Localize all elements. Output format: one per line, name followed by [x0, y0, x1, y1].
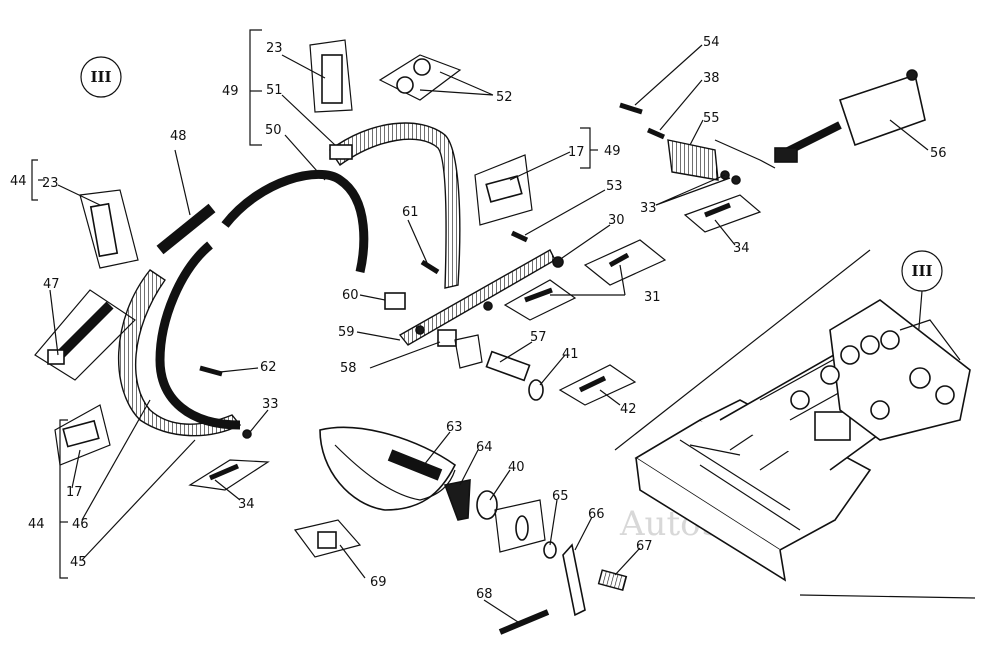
- part-67-spring: [597, 569, 628, 591]
- callout-48: 48: [170, 129, 187, 144]
- part-63-housing: [319, 426, 457, 511]
- part-23-bushing-left: [79, 189, 139, 269]
- callout-57: 57: [530, 330, 547, 345]
- brake-band-left: [118, 241, 242, 437]
- callout-60: 60: [342, 288, 359, 303]
- callout-17-left: 17: [66, 485, 83, 500]
- callout-67: 67: [636, 539, 653, 554]
- bracket-49-right: [580, 127, 591, 169]
- bracket-44-bottom: [59, 419, 68, 579]
- part-40-washer: [476, 490, 498, 520]
- callout-50: 50: [265, 123, 282, 138]
- part-56-cylinder: [774, 69, 926, 163]
- callout-62: 62: [260, 360, 277, 375]
- callout-38: 38: [703, 71, 720, 86]
- part-42-pin: [558, 364, 637, 406]
- callout-51: 51: [266, 83, 283, 98]
- part-58-roller: [437, 329, 457, 347]
- part-51-bracket: [329, 144, 353, 160]
- callout-63: 63: [446, 420, 463, 435]
- view-marker-circle: III: [80, 56, 122, 98]
- bracket-44-top: [31, 159, 38, 201]
- callout-33-left: 33: [262, 397, 279, 412]
- part-64-lever: [443, 479, 471, 521]
- part-41-washer: [528, 379, 544, 401]
- callout-59: 59: [338, 325, 355, 340]
- callout-34-right: 34: [733, 241, 750, 256]
- part-33-nuts-right: [720, 170, 741, 185]
- callout-58: 58: [340, 361, 357, 376]
- callout-17-mid: 17: [568, 145, 585, 160]
- part-17-bushing-mid: [474, 154, 533, 226]
- part-39-plate: [494, 499, 546, 553]
- part-52-nuts: [378, 54, 462, 101]
- callout-44-top: 44: [10, 174, 27, 189]
- callout-labels: 23 49 51 50 52 54 38 55 56 17 49 53 33 3…: [10, 35, 947, 602]
- callout-44-bottom: 44: [28, 517, 45, 532]
- callout-49-top: 49: [222, 84, 239, 99]
- callout-49-right: 49: [604, 144, 621, 159]
- part-62-pin: [199, 365, 223, 377]
- part-53-pin: [510, 230, 529, 243]
- callout-45: 45: [70, 555, 87, 570]
- callout-46: 46: [72, 517, 89, 532]
- part-54-pin: [619, 102, 643, 115]
- callout-55: 55: [703, 111, 720, 126]
- part-57-pin: [454, 334, 531, 382]
- callout-31: 31: [644, 290, 661, 305]
- callout-30: 30: [608, 213, 625, 228]
- part-17-bushing-left: [54, 404, 111, 466]
- callout-52: 52: [496, 90, 513, 105]
- part-55-clevis: [667, 139, 776, 181]
- part-31-pins: [483, 239, 667, 321]
- part-66-arm: [562, 543, 586, 617]
- callout-23-top: 23: [266, 41, 283, 56]
- callout-68: 68: [476, 587, 493, 602]
- callout-66: 66: [588, 507, 605, 522]
- part-47-bolt: [34, 289, 136, 381]
- callout-34-left: 34: [238, 497, 255, 512]
- callout-65: 65: [552, 489, 569, 504]
- callout-42: 42: [620, 402, 637, 417]
- bracket-49-top: [249, 29, 262, 146]
- callout-54: 54: [703, 35, 720, 50]
- part-38-pin: [646, 127, 666, 140]
- callout-53: 53: [606, 179, 623, 194]
- callout-64: 64: [476, 440, 493, 455]
- callout-40: 40: [508, 460, 525, 475]
- part-48-sleeve: [156, 203, 216, 255]
- part-34-pin-right: [683, 194, 762, 233]
- callout-61: 61: [402, 205, 419, 220]
- part-23-bushing-top: [309, 39, 353, 113]
- callout-47: 47: [43, 277, 60, 292]
- part-68-spring: [498, 609, 550, 635]
- chassis-frame: [614, 249, 976, 599]
- svg-text:III: III: [911, 262, 932, 280]
- callout-33-right: 33: [640, 201, 657, 216]
- callout-56: 56: [930, 146, 947, 161]
- part-61-pin: [420, 259, 440, 275]
- leader-lines: [38, 44, 929, 623]
- part-69-bolt: [293, 519, 362, 558]
- part-60-roller: [384, 292, 406, 310]
- callout-69: 69: [370, 575, 387, 590]
- callout-23-left: 23: [42, 176, 59, 191]
- svg-text:III: III: [90, 68, 111, 86]
- brake-band-upper: [221, 122, 461, 289]
- callout-41: 41: [562, 347, 579, 362]
- part-34-pin-left: [188, 459, 270, 491]
- part-33-nut-left: [242, 429, 252, 439]
- part-30-washer: [552, 256, 564, 268]
